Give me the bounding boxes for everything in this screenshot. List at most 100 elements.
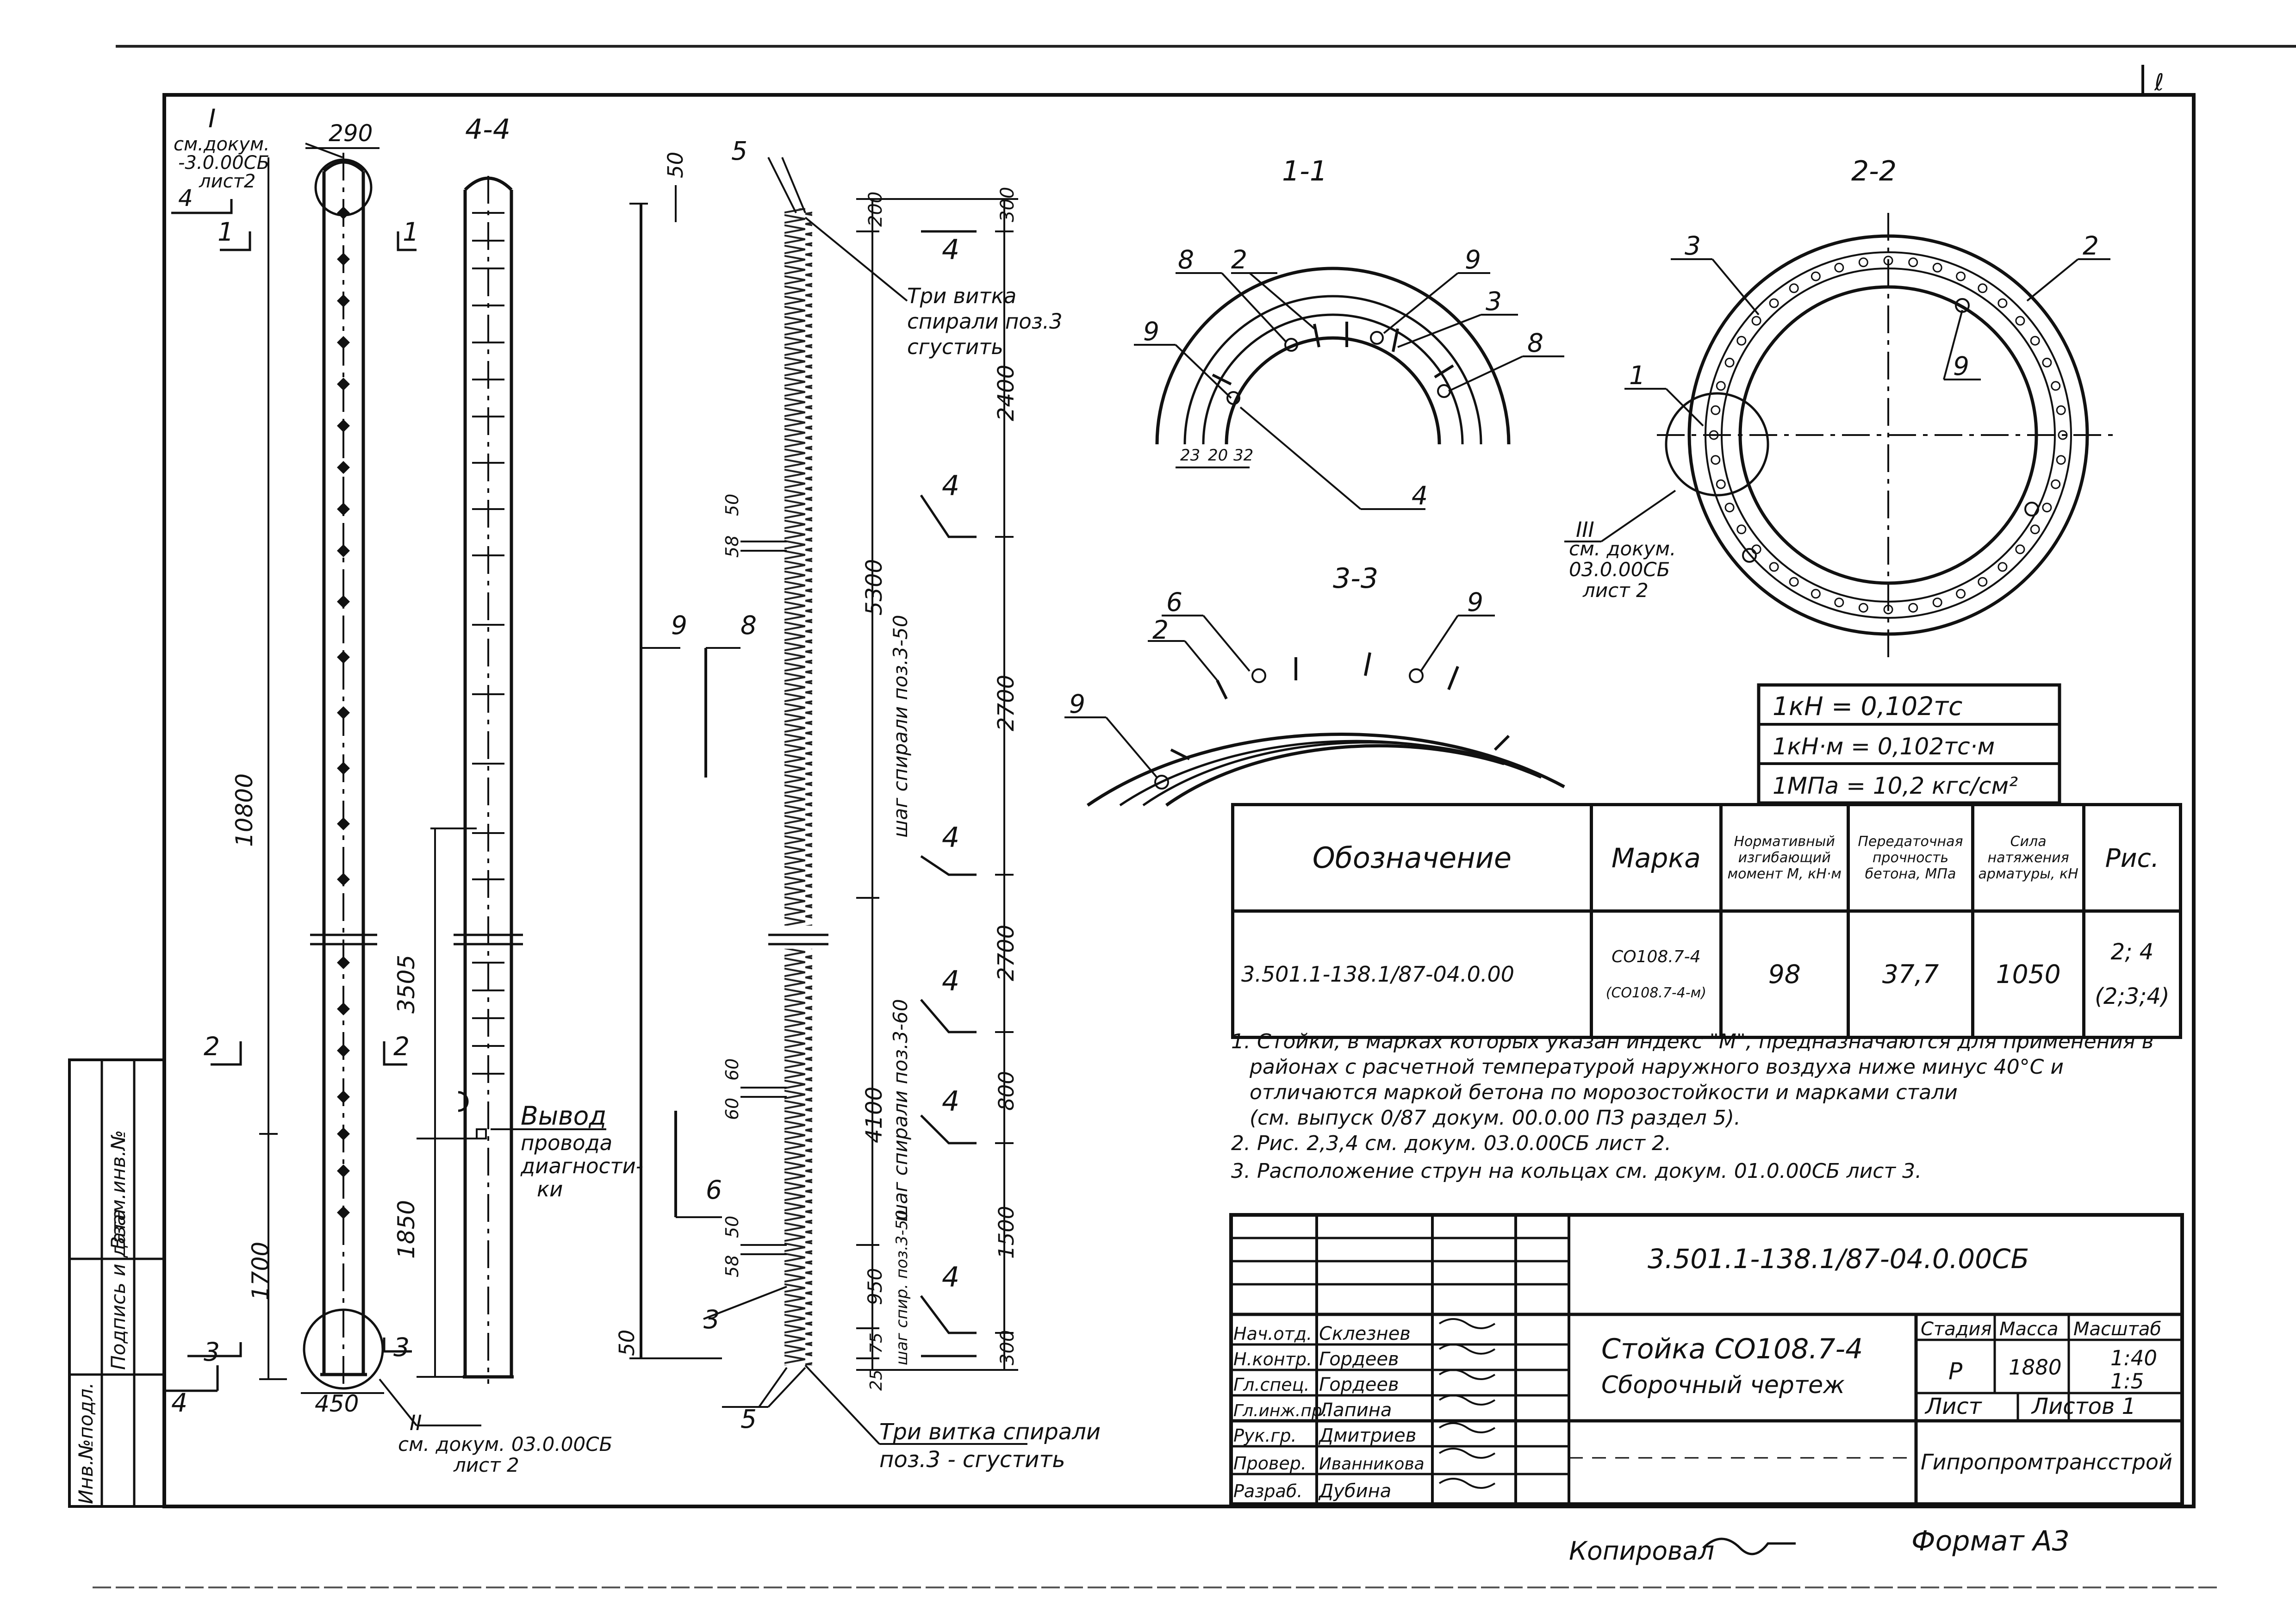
col-header-fig: Рис. bbox=[2082, 803, 2183, 913]
svg-text:25: 25 bbox=[867, 1369, 886, 1391]
svg-text:Гордеев: Гордеев bbox=[1319, 1349, 1399, 1370]
title-block bbox=[1229, 1213, 2184, 1506]
strand-diamond bbox=[337, 1164, 350, 1177]
strand-circle bbox=[1883, 255, 1893, 266]
svg-text:Нач.отд.: Нач.отд. bbox=[1233, 1324, 1312, 1344]
svg-text:9: 9 bbox=[1465, 245, 1481, 274]
svg-text:3: 3 bbox=[703, 1305, 720, 1334]
svg-text:450: 450 bbox=[315, 1390, 359, 1417]
svg-text:4: 4 bbox=[942, 1261, 959, 1294]
svg-text:3: 3 bbox=[204, 1337, 220, 1367]
strand-circles bbox=[1709, 255, 2068, 615]
strand-diamond bbox=[337, 461, 350, 474]
svg-text:шаг спирали поз.3-50: шаг спирали поз.3-50 bbox=[889, 615, 912, 838]
svg-text:2: 2 bbox=[1231, 245, 1247, 274]
copier-signature bbox=[1702, 1537, 1796, 1556]
svg-text:2400: 2400 bbox=[993, 365, 1019, 421]
strand-circle bbox=[1956, 589, 1966, 599]
svg-text:см. докум. 03.0.00СБ: см. докум. 03.0.00СБ bbox=[398, 1433, 612, 1456]
strand-diamond bbox=[337, 595, 350, 608]
svg-text:2-2: 2-2 bbox=[1851, 155, 1897, 187]
svg-text:1700: 1700 bbox=[247, 1242, 274, 1300]
svg-text:1кН·м = 0,102тс·м: 1кН·м = 0,102тс·м bbox=[1773, 733, 1995, 760]
svg-text:спирали поз.3: спирали поз.3 bbox=[907, 309, 1063, 334]
svg-text:5300: 5300 bbox=[861, 559, 887, 616]
strand-diamond bbox=[337, 419, 350, 432]
svg-text:районах с расчетной температур: районах с расчетной температурой наружно… bbox=[1249, 1055, 2064, 1079]
svg-text:4: 4 bbox=[171, 1388, 187, 1418]
svg-text:1:40: 1:40 bbox=[2110, 1346, 2157, 1370]
strand-diamond bbox=[337, 1090, 350, 1103]
svg-text:300: 300 bbox=[997, 1330, 1018, 1365]
svg-text:9: 9 bbox=[1467, 587, 1483, 617]
sheet-frame bbox=[162, 93, 2196, 1508]
strand-diamond bbox=[337, 1044, 350, 1057]
svg-text:8: 8 bbox=[1527, 328, 1543, 358]
svg-text:03.0.00СБ: 03.0.00СБ bbox=[1569, 558, 1670, 581]
strand-circle bbox=[1811, 271, 1821, 281]
svg-text:2700: 2700 bbox=[993, 925, 1019, 981]
strand-circle bbox=[2058, 430, 2068, 440]
svg-text:4: 4 bbox=[1412, 481, 1428, 510]
strand-circle bbox=[1736, 336, 1747, 346]
svg-text:3: 3 bbox=[393, 1332, 410, 1362]
strand-circle bbox=[1997, 562, 2008, 572]
svg-text:Разраб.: Разраб. bbox=[1233, 1481, 1302, 1501]
svg-text:9: 9 bbox=[1953, 351, 1969, 381]
svg-text:лист2: лист2 bbox=[199, 171, 255, 192]
svg-text:Вывод: Вывод bbox=[521, 1101, 606, 1131]
strand-diamond bbox=[337, 1002, 350, 1015]
strand-circle bbox=[1769, 298, 1779, 308]
svg-text:1500: 1500 bbox=[994, 1206, 1019, 1259]
svg-text:5: 5 bbox=[731, 136, 747, 166]
svg-text:20: 20 bbox=[1208, 446, 1228, 465]
strand-diamond bbox=[337, 706, 350, 719]
svg-text:3-3: 3-3 bbox=[1333, 562, 1378, 595]
strand-circle bbox=[2056, 455, 2066, 465]
strand-circle bbox=[1908, 257, 1918, 268]
svg-text:-3.0.00СБ: -3.0.00СБ bbox=[178, 152, 269, 174]
col-header-force: Сила натяжения арматуры, кН bbox=[1971, 803, 2085, 913]
strand-diamond bbox=[337, 544, 350, 557]
svg-text:Дубина: Дубина bbox=[1318, 1481, 1391, 1502]
svg-text:4: 4 bbox=[942, 470, 959, 502]
svg-text:Гордеев: Гордеев bbox=[1319, 1374, 1399, 1395]
svg-text:Склезнев: Склезнев bbox=[1319, 1323, 1411, 1344]
svg-text:Провер.: Провер. bbox=[1233, 1453, 1307, 1474]
strand-circle bbox=[1711, 405, 1721, 415]
svg-text:58: 58 bbox=[722, 535, 742, 558]
svg-text:Масса: Масса bbox=[1999, 1319, 2059, 1340]
svg-text:Три витка: Три витка bbox=[907, 284, 1016, 308]
section-2-2 bbox=[1564, 213, 2120, 657]
rebar-cage bbox=[629, 157, 1027, 1445]
cell-mark-m: (СО108.7-4-м) bbox=[1605, 985, 1706, 1001]
svg-text:Листов 1: Листов 1 bbox=[2031, 1394, 2136, 1419]
svg-text:II: II bbox=[410, 1411, 422, 1435]
svg-text:2: 2 bbox=[2083, 231, 2099, 261]
spiral-bottom bbox=[784, 949, 812, 1365]
strand-circle bbox=[1724, 357, 1735, 367]
svg-text:Масштаб: Масштаб bbox=[2073, 1319, 2161, 1340]
strand-diamond bbox=[337, 336, 350, 349]
svg-text:3: 3 bbox=[1685, 231, 1701, 261]
svg-text:200: 200 bbox=[865, 192, 886, 227]
col-header-moment: Нормативный изгибающий момент М, кН·м bbox=[1719, 803, 1850, 913]
svg-text:9: 9 bbox=[1143, 317, 1159, 346]
cell-moment: 98 bbox=[1719, 909, 1850, 1039]
units-box bbox=[1757, 683, 2061, 805]
svg-text:1880: 1880 bbox=[2009, 1355, 2062, 1380]
svg-text:Формат А3: Формат А3 bbox=[1911, 1525, 2070, 1557]
svg-text:Взам.инв.№: Взам.инв.№ bbox=[107, 1130, 130, 1250]
strand-diamond bbox=[337, 956, 350, 969]
svg-text:отличаются маркой бетона по мо: отличаются маркой бетона по морозостойко… bbox=[1250, 1081, 1958, 1104]
svg-text:1: 1 bbox=[1629, 361, 1645, 390]
svg-text:(см. выпуск 0/87 докум. 00.0.0: (см. выпуск 0/87 докум. 00.0.00 ПЗ разде… bbox=[1250, 1106, 1741, 1130]
cell-mark-main: СО108.7-4 bbox=[1612, 947, 1701, 966]
svg-text:ℓ: ℓ bbox=[2154, 69, 2164, 96]
strand-diamond bbox=[337, 762, 350, 775]
cell-fig-main: 2; 4 bbox=[2110, 939, 2154, 965]
svg-text:Инв.№подл.: Инв.№подл. bbox=[75, 1382, 97, 1504]
svg-text:диагности-: диагности- bbox=[520, 1154, 643, 1178]
strand-diamond bbox=[337, 294, 350, 307]
svg-text:8: 8 bbox=[1178, 245, 1194, 274]
